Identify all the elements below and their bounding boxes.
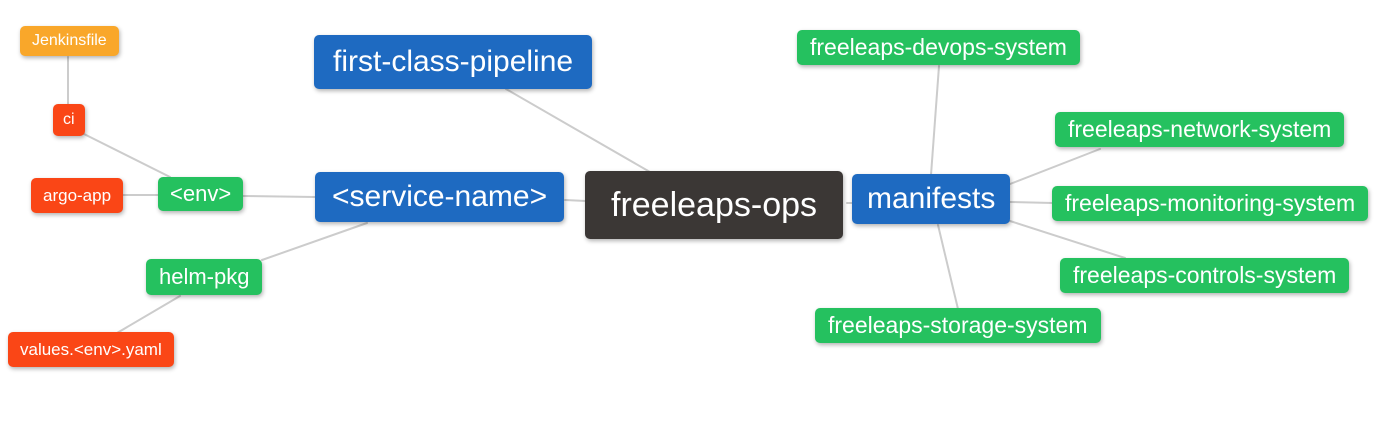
node-freeleaps-storage-system[interactable]: freeleaps-storage-system	[815, 308, 1101, 343]
edge-manifests-storage-system	[937, 224, 959, 310]
node-values-env-yaml[interactable]: values.<env>.yaml	[8, 332, 174, 367]
edge-manifests-network-system	[1009, 148, 1101, 185]
edge-helm-pkg-service-name	[261, 222, 368, 261]
edge-ci-env	[83, 133, 171, 178]
node-first-class-pipeline[interactable]: first-class-pipeline	[314, 35, 593, 89]
node-freeleaps-devops-system[interactable]: freeleaps-devops-system	[797, 30, 1080, 65]
node-freeleaps-monitoring-system[interactable]: freeleaps-monitoring-system	[1052, 186, 1369, 221]
edge-values-helm-pkg	[116, 295, 181, 334]
node-manifests[interactable]: manifests	[852, 174, 1011, 224]
edge-manifests-devops-system	[930, 65, 940, 176]
node-jenkinsfile[interactable]: Jenkinsfile	[20, 26, 119, 56]
edge-manifests-monitoring-system	[1009, 201, 1054, 204]
node-freeleaps-network-system[interactable]: freeleaps-network-system	[1055, 112, 1345, 147]
node-helm-pkg[interactable]: helm-pkg	[146, 259, 263, 295]
node-ci[interactable]: ci	[53, 104, 85, 136]
edge-pipeline-freeleaps-ops	[505, 88, 651, 173]
node-env[interactable]: <env>	[158, 177, 244, 211]
edge-env-service-name	[242, 195, 316, 198]
node-freeleaps-ops-root[interactable]: freeleaps-ops	[585, 171, 844, 239]
node-freeleaps-controls-system[interactable]: freeleaps-controls-system	[1060, 258, 1350, 293]
edge-service-freeleaps-ops	[564, 199, 587, 202]
node-service-name[interactable]: <service-name>	[315, 172, 565, 222]
node-argo-app[interactable]: argo-app	[31, 178, 124, 213]
edge-manifests-controls-system	[1009, 220, 1126, 259]
